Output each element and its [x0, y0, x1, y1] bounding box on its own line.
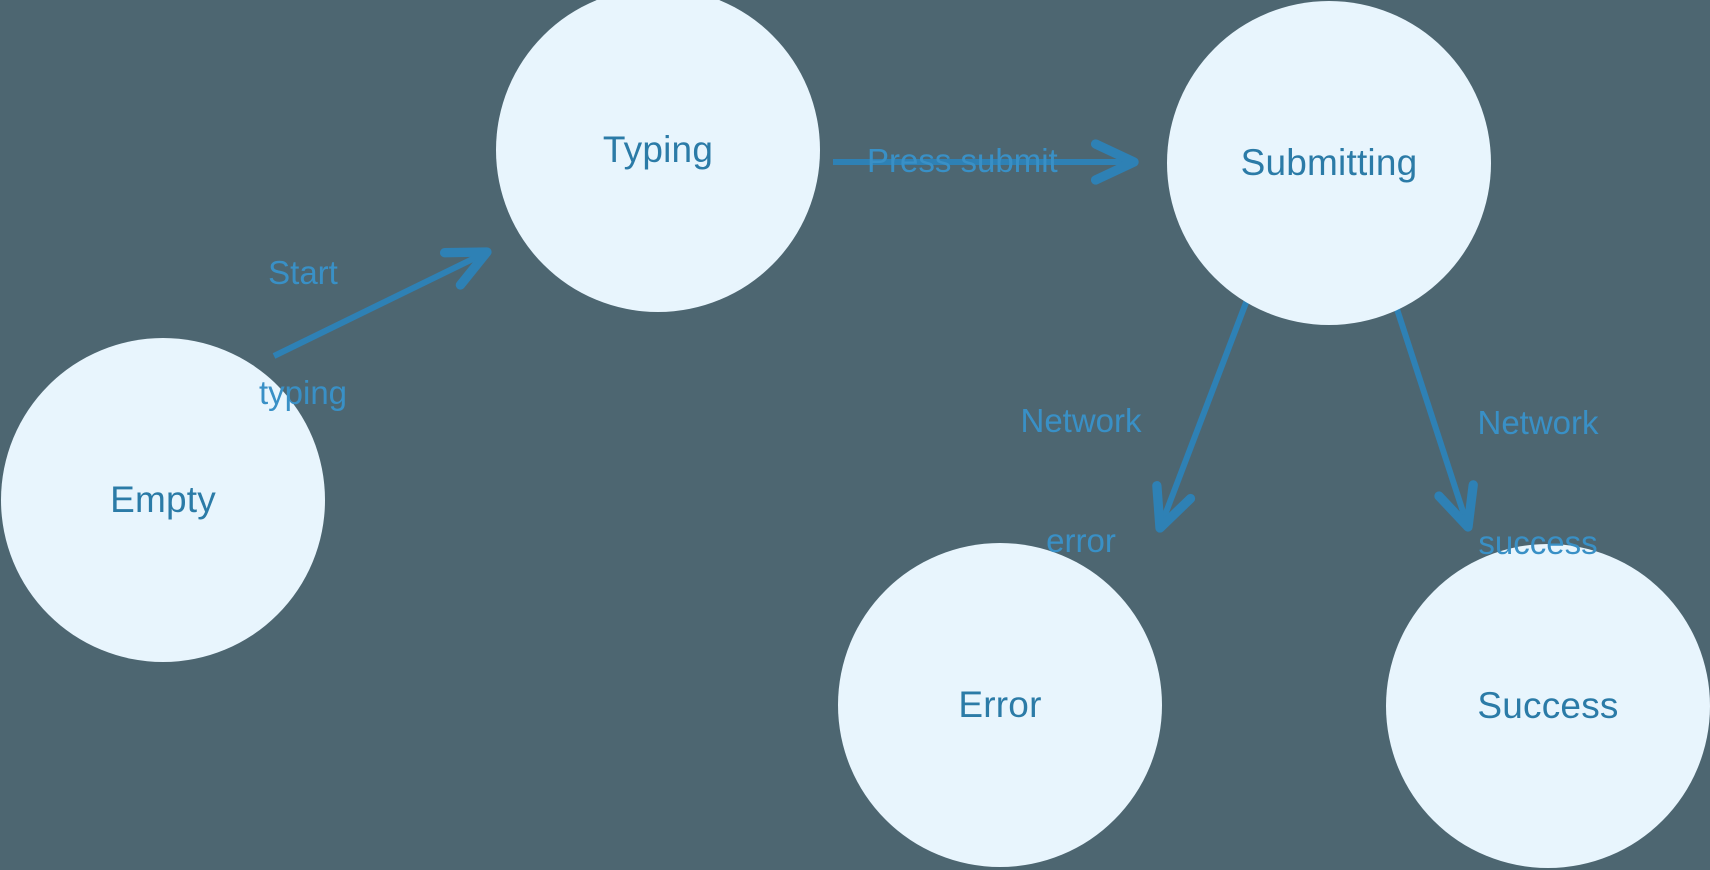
state-node-empty[interactable]: Empty	[1, 338, 325, 662]
state-node-error[interactable]: Error	[838, 543, 1162, 867]
edge-line	[1152, 298, 1250, 533]
edge-label-press-submit: Press submit	[867, 60, 1058, 261]
edge-label-line-2: typing	[258, 374, 348, 412]
edge-label-start-typing: Start typing	[248, 172, 358, 494]
state-node-typing[interactable]: Typing	[496, 0, 820, 312]
edge-submitting-to-success	[1391, 299, 1478, 532]
state-node-label: Submitting	[1240, 142, 1418, 183]
edge-line	[1391, 299, 1478, 532]
edge-line	[272, 247, 492, 359]
edge-label-line-2: success	[1478, 524, 1598, 562]
state-node-label: Error	[958, 684, 1042, 725]
edge-label-line-1: Network	[1477, 403, 1599, 441]
edge-label-line-2: error	[1046, 522, 1116, 560]
edge-label-line-1: Start	[268, 253, 338, 291]
edge-label-line-1: Network	[1020, 401, 1142, 439]
state-node-label: Empty	[110, 479, 216, 520]
state-node-label: Success	[1477, 685, 1619, 726]
edge-empty-to-typing	[272, 247, 492, 359]
edge-label-network-error: Network error	[1009, 320, 1153, 642]
state-node-label: Typing	[602, 129, 714, 170]
edge-label-line-1: Press submit	[867, 141, 1058, 179]
edge-submitting-to-error	[1152, 298, 1250, 533]
edge-label-network-success: Network success	[1466, 322, 1610, 644]
state-node-submitting[interactable]: Submitting	[1167, 1, 1491, 325]
state-node-success[interactable]: Success	[1386, 544, 1710, 868]
